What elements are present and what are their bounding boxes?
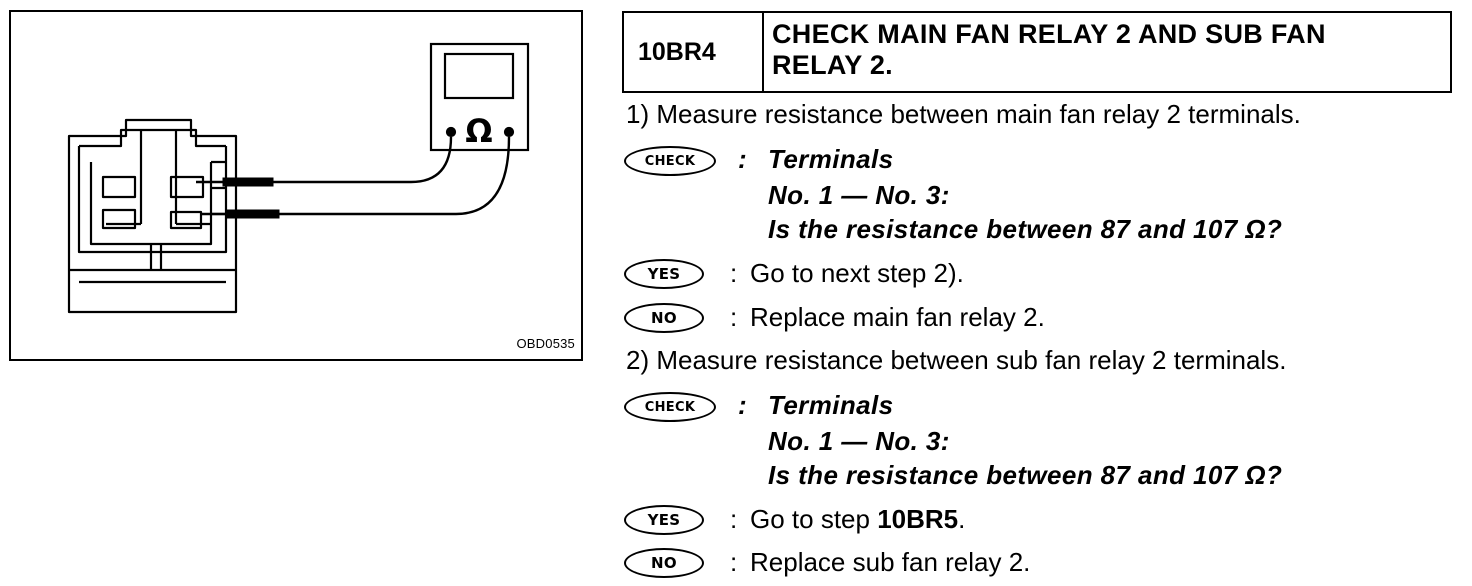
step2-check-question: Is the resistance between 87 and 107 Ω? — [768, 460, 1283, 490]
step1-no-text: Replace main fan relay 2. — [750, 302, 1045, 332]
figure-code: OBD0535 — [516, 336, 575, 351]
no-colon: : — [730, 547, 738, 577]
step1-check-terminals: Terminals — [768, 144, 894, 174]
no-badge: NO — [624, 548, 704, 578]
yes-badge: YES — [624, 259, 704, 289]
step-title-line2: RELAY 2. — [772, 50, 893, 80]
check-colon: : — [738, 390, 747, 420]
step2-yes-prefix: Go to step — [750, 504, 878, 534]
no-badge: NO — [624, 303, 704, 333]
step2-yes-suffix: . — [958, 504, 966, 534]
step-title: CHECK MAIN FAN RELAY 2 AND SUB FAN RELAY… — [764, 13, 1450, 91]
step2-check-terminal-numbers: No. 1 — No. 3: — [768, 426, 950, 456]
step2-yes-step-link: 10BR5 — [877, 504, 959, 534]
step1-check-terminal-numbers: No. 1 — No. 3: — [768, 180, 950, 210]
relay-ohmmeter-illustration: Ω — [67, 42, 530, 314]
relay-measurement-figure: Ω OBD0535 — [9, 10, 583, 361]
step-code: 10BR4 — [624, 13, 764, 91]
yes-colon: : — [730, 258, 738, 288]
yes-badge: YES — [624, 505, 704, 535]
step1-yes-text: Go to next step 2). — [750, 258, 964, 288]
ohmmeter — [429, 42, 530, 152]
step2-no-text: Replace sub fan relay 2. — [750, 547, 1031, 577]
no-colon: : — [730, 302, 738, 332]
step1-check-question: Is the resistance between 87 and 107 Ω? — [768, 214, 1283, 244]
ohm-symbol: Ω — [465, 112, 492, 150]
check-colon: : — [738, 144, 747, 174]
meter-leads — [273, 136, 511, 216]
step2-check-terminals: Terminals — [768, 390, 894, 420]
step1-instruction: 1) Measure resistance between main fan r… — [626, 99, 1301, 129]
check-badge: CHECK — [624, 392, 716, 422]
yes-colon: : — [730, 504, 738, 534]
check-badge: CHECK — [624, 146, 716, 176]
test-probes — [196, 177, 280, 219]
step-title-line1: CHECK MAIN FAN RELAY 2 AND SUB FAN — [772, 19, 1326, 49]
step2-instruction: 2) Measure resistance between sub fan re… — [626, 345, 1287, 375]
step-header: 10BR4 CHECK MAIN FAN RELAY 2 AND SUB FAN… — [622, 11, 1452, 93]
relay-body — [67, 118, 238, 314]
step2-yes-text: Go to step 10BR5. — [750, 504, 965, 534]
